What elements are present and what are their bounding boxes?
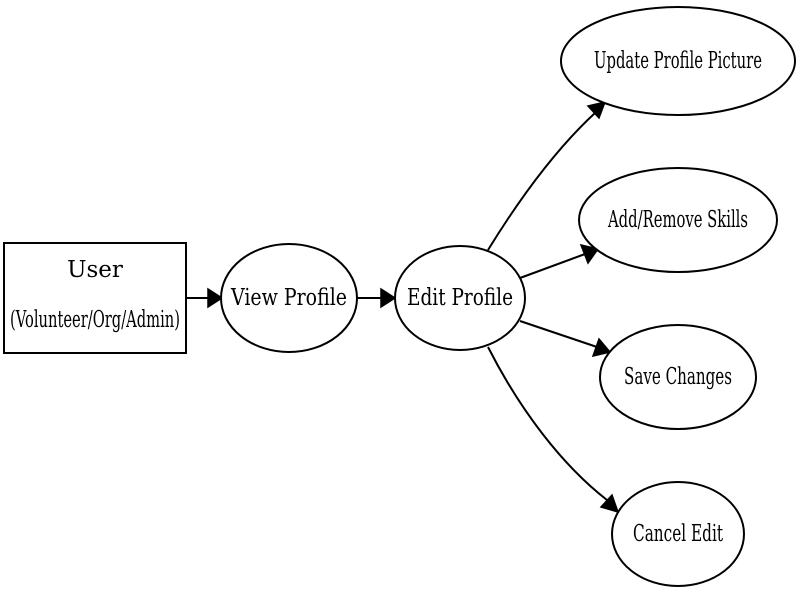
node-save-changes: Save Changes — [599, 324, 757, 430]
node-cancel-edit: Cancel Edit — [611, 481, 745, 587]
node-user-label-line1: User — [67, 257, 123, 283]
node-user: User (Volunteer/Org/Admin) — [3, 242, 187, 354]
edge-view-profile-to-edit-profile — [357, 287, 397, 309]
edge-edit-profile-to-skills — [519, 243, 600, 279]
node-user-label-line2: (Volunteer/Org/Admin) — [10, 307, 180, 333]
node-add-remove-skills-label: Add/Remove Skills — [607, 207, 748, 233]
node-cancel-edit-label: Cancel Edit — [633, 521, 723, 547]
node-edit-profile-label: Edit Profile — [407, 285, 513, 311]
node-update-profile-picture: Update Profile Picture — [560, 6, 796, 116]
edge-edit-profile-to-cancel-edit — [487, 346, 620, 514]
node-view-profile: View Profile — [220, 243, 358, 353]
node-view-profile-label: View Profile — [230, 285, 347, 311]
edge-user-to-view-profile — [186, 287, 224, 309]
node-update-profile-picture-label: Update Profile Picture — [594, 48, 762, 74]
nodes: User (Volunteer/Org/Admin) View Profile … — [3, 6, 796, 587]
node-add-remove-skills: Add/Remove Skills — [578, 167, 778, 273]
edges — [186, 100, 620, 514]
node-save-changes-label: Save Changes — [624, 364, 732, 390]
node-edit-profile: Edit Profile — [394, 245, 526, 351]
edge-edit-profile-to-update-picture — [487, 100, 607, 251]
edge-edit-profile-to-save-changes — [519, 320, 612, 358]
